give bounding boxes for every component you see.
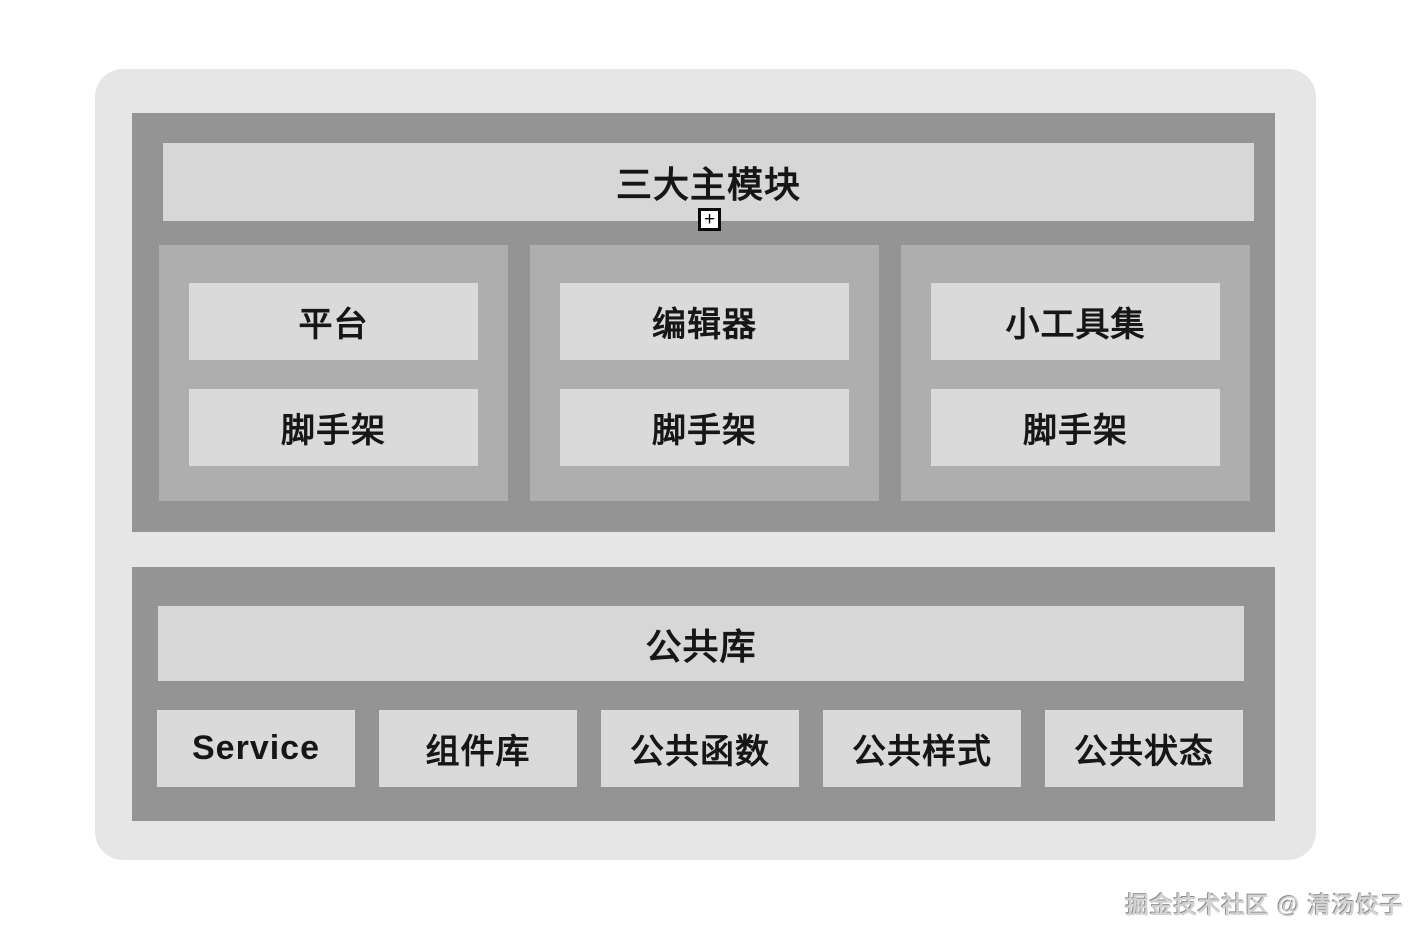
module-box-widgets-scaffold: 脚手架	[931, 389, 1220, 466]
bottom-section-title-label: 公共库	[645, 625, 757, 667]
common-library-section: 公共库 Service 组件库 公共函数 公共样式 公共状态	[132, 567, 1275, 821]
library-box-styles: 公共样式	[823, 710, 1021, 787]
module-box-editor: 编辑器	[560, 283, 849, 360]
library-box-functions: 公共函数	[601, 710, 799, 787]
library-box-state: 公共状态	[1045, 710, 1243, 787]
library-box-components: 组件库	[379, 710, 577, 787]
modules-columns-row: 平台 脚手架 编辑器 脚手架 小工具集 脚手架	[159, 245, 1250, 501]
watermark-text: 掘金技术社区 @ 清汤饺子	[1125, 892, 1404, 918]
diagram-card: 三大主模块 + 平台 脚手架 编辑器 脚手架 小工具集 脚手架	[95, 69, 1316, 860]
module-box-platform: 平台	[189, 283, 478, 360]
module-box-platform-scaffold: 脚手架	[189, 389, 478, 466]
plus-icon[interactable]: +	[698, 208, 721, 231]
top-modules-section: 三大主模块 + 平台 脚手架 编辑器 脚手架 小工具集 脚手架	[132, 113, 1275, 532]
library-box-service: Service	[157, 710, 355, 787]
module-column-widgets: 小工具集 脚手架	[901, 245, 1250, 501]
module-box-widgets: 小工具集	[931, 283, 1220, 360]
module-column-platform: 平台 脚手架	[159, 245, 508, 501]
module-box-editor-scaffold: 脚手架	[560, 389, 849, 466]
top-section-title-label: 三大主模块	[615, 164, 801, 205]
bottom-section-title: 公共库	[158, 606, 1244, 681]
module-column-editor: 编辑器 脚手架	[530, 245, 879, 501]
common-library-items-row: Service 组件库 公共函数 公共样式 公共状态	[157, 710, 1243, 787]
